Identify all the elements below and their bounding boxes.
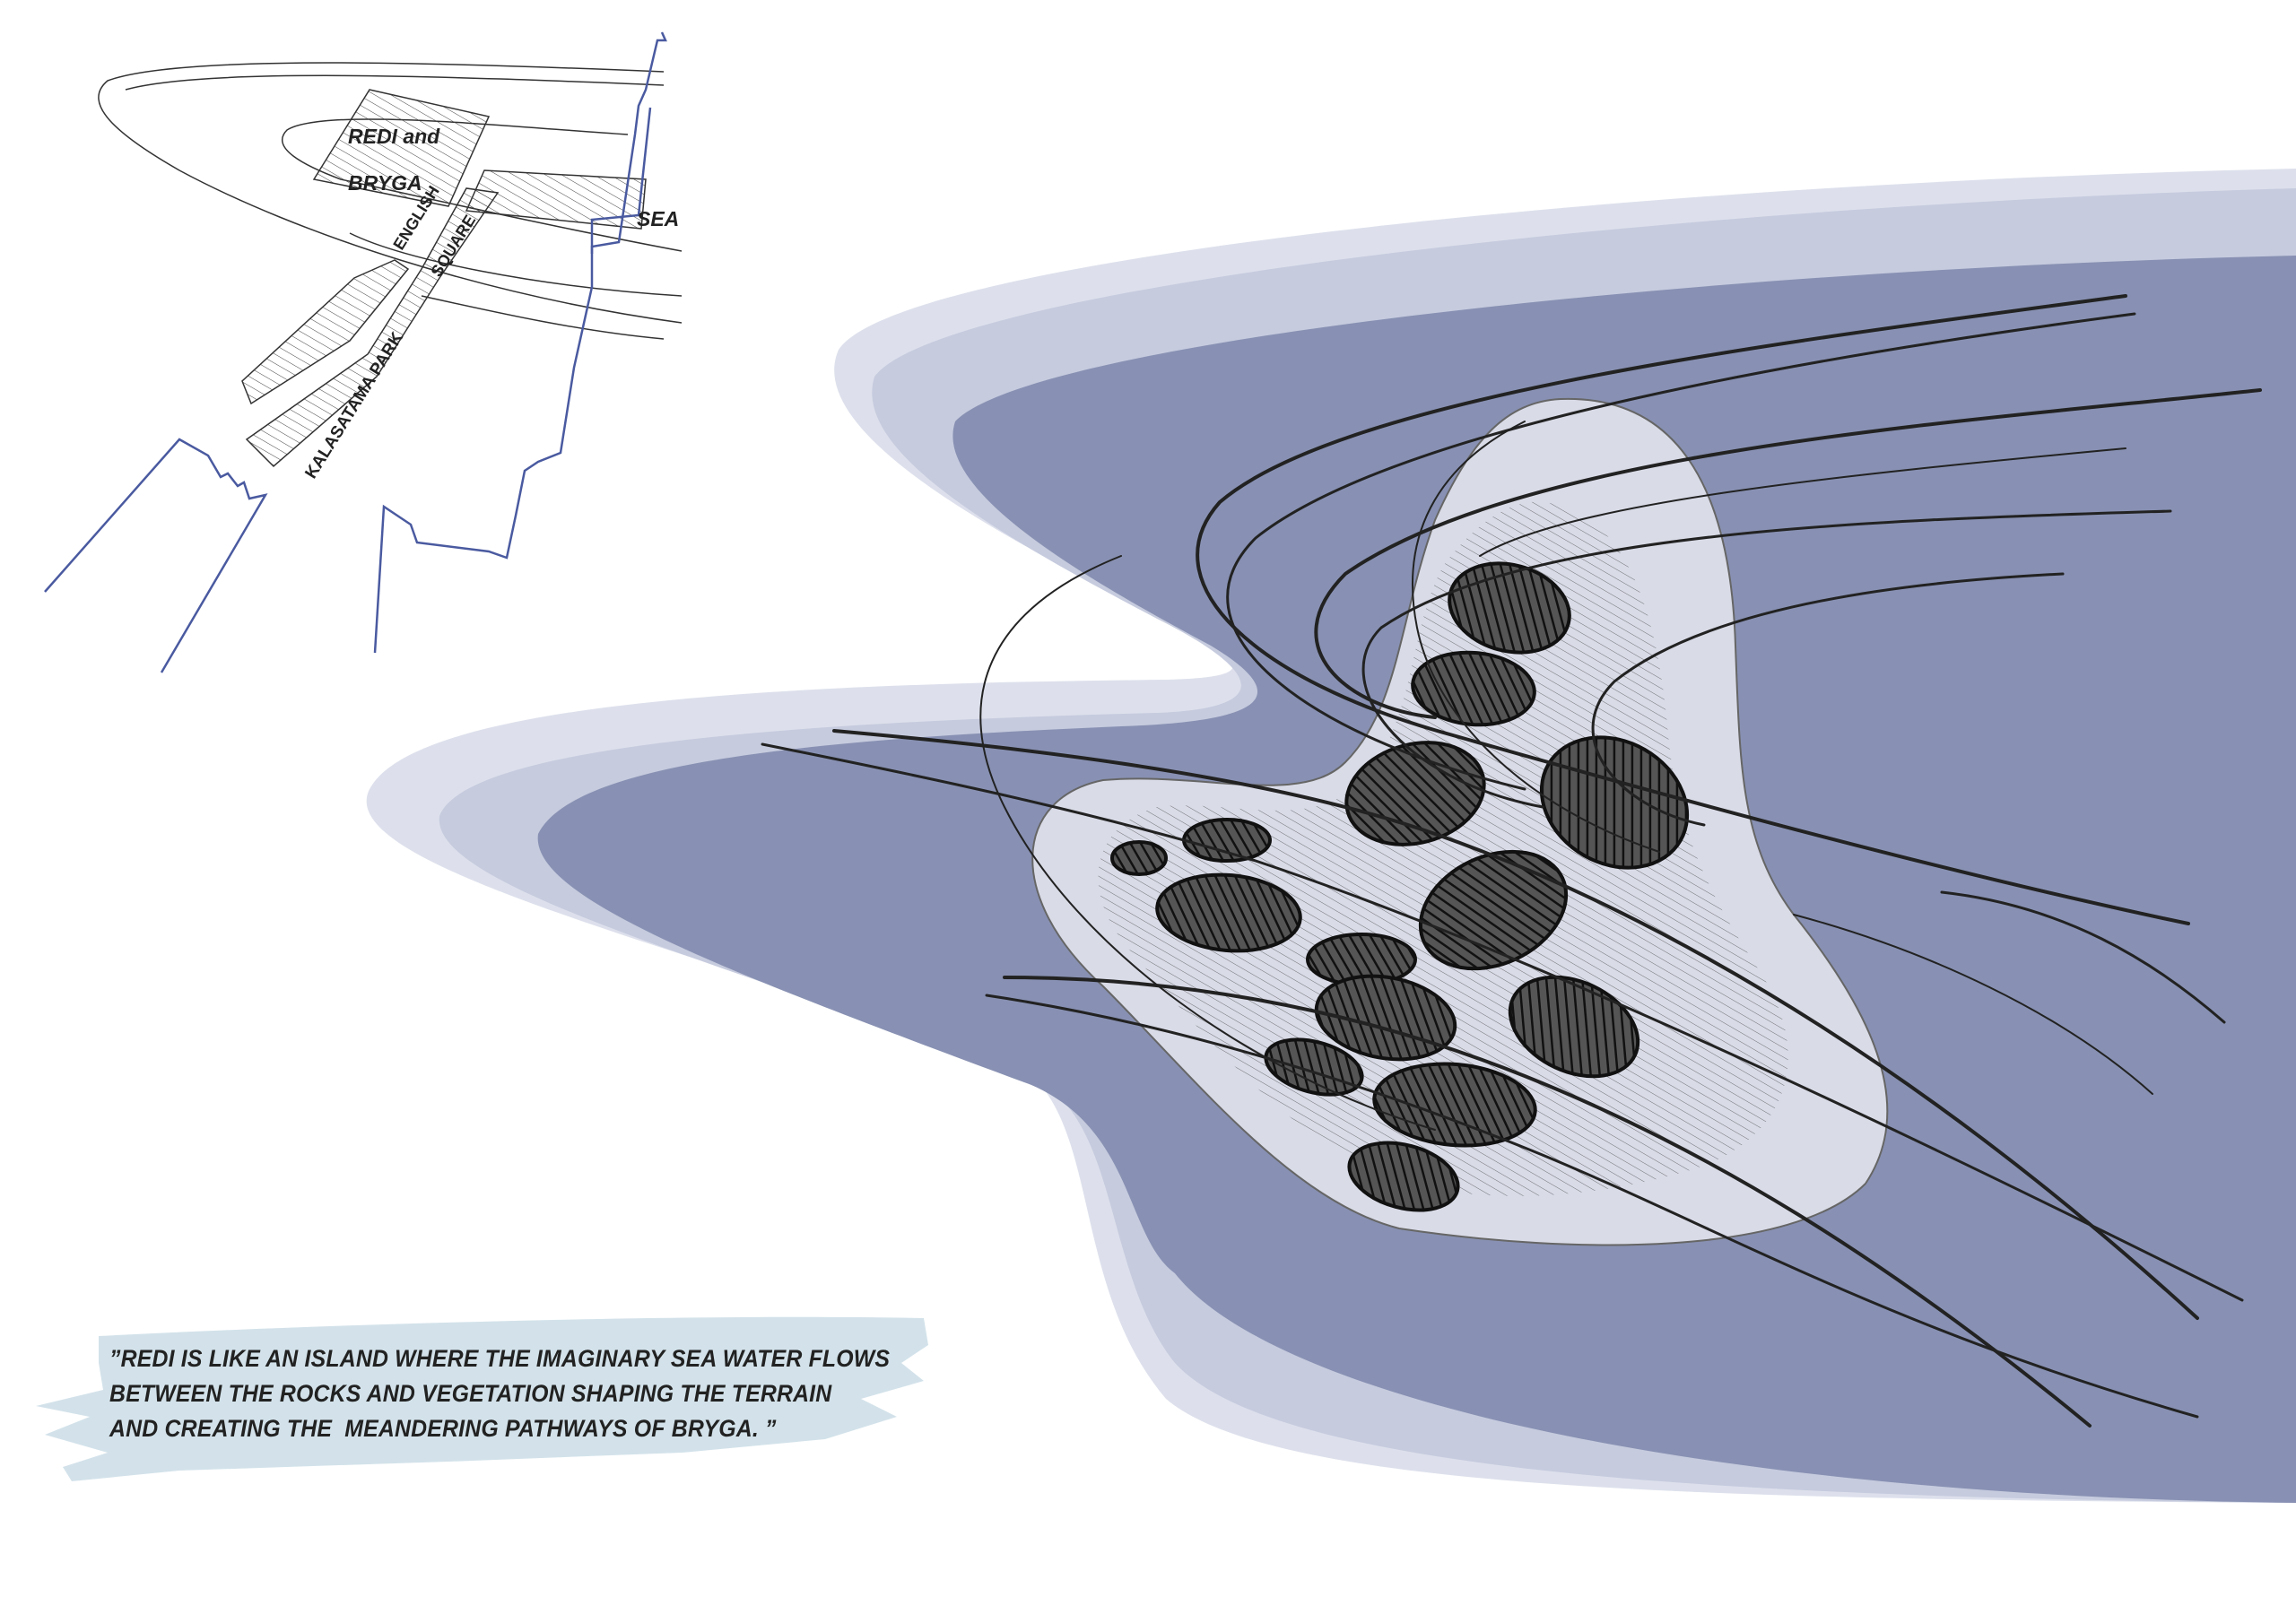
quote-line: BETWEEN THE ROCKS AND VEGETATION SHAPING… bbox=[109, 1380, 832, 1407]
flow-lines bbox=[761, 294, 2262, 1428]
context-map: REDI and BRYGA SEA ENGLISH SQUARE KALASA… bbox=[44, 31, 683, 673]
quote-line: ”REDI IS LIKE AN ISLAND WHERE THE IMAGIN… bbox=[109, 1345, 891, 1372]
map-boundary-lines bbox=[44, 31, 667, 673]
park-strip-1 bbox=[241, 259, 410, 405]
quote-text: ”REDI IS LIKE AN ISLAND WHERE THE IMAGIN… bbox=[109, 1341, 901, 1446]
quote-brush-stroke bbox=[36, 1316, 928, 1481]
quote-line: AND CREATING THE MEANDERING PATHWAYS OF … bbox=[109, 1415, 777, 1442]
redi-block bbox=[312, 89, 491, 207]
label-bryga: BRYGA bbox=[348, 171, 422, 195]
label-sea: SEA bbox=[637, 207, 679, 230]
park-strip-2 bbox=[245, 187, 500, 468]
label-redi-and: REDI and bbox=[348, 125, 440, 148]
